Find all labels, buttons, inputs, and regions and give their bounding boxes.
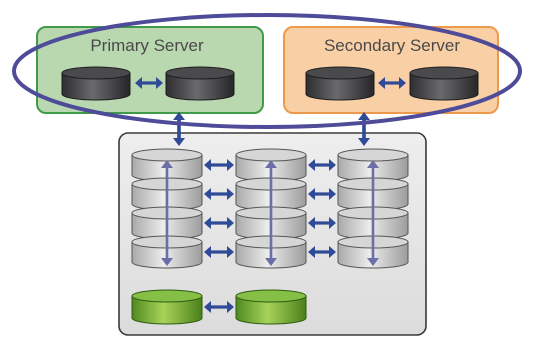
arrow-head-right — [329, 159, 336, 171]
disk-body — [61, 72, 131, 101]
server-disk — [305, 66, 375, 101]
disk-top — [131, 289, 203, 303]
disk-top — [305, 66, 375, 80]
disk-top — [165, 66, 235, 80]
arrow-head-down — [367, 258, 379, 266]
arrow-head-down — [173, 138, 185, 146]
arrow-head-up — [358, 112, 370, 120]
arrow-head-down — [265, 258, 277, 266]
server-disk — [165, 66, 235, 101]
disk-top — [131, 148, 203, 162]
disk-top — [61, 66, 131, 80]
arrow-head-left — [308, 188, 315, 200]
disk-body — [305, 72, 375, 101]
disk-body — [409, 72, 479, 101]
column-link-arrow — [204, 217, 234, 229]
arrow-head-left — [204, 188, 211, 200]
arrow-head-left — [308, 246, 315, 258]
arrow-head-up — [161, 160, 173, 168]
arrow-head-right — [227, 246, 234, 258]
disk-link-arrow — [135, 77, 163, 89]
arrow-head-down — [161, 258, 173, 266]
storage-enclosure — [118, 132, 427, 336]
disk-body — [131, 295, 203, 325]
arrow-head-right — [227, 159, 234, 171]
arrow-head-left — [308, 159, 315, 171]
arrow-head-right — [329, 217, 336, 229]
column-link-arrow — [204, 188, 234, 200]
server-disk — [61, 66, 131, 101]
disk-top — [409, 66, 479, 80]
arrow-head-right — [329, 246, 336, 258]
arrow-head-left — [204, 246, 211, 258]
arrow-head-right — [329, 188, 336, 200]
arrow-head-up — [173, 112, 185, 120]
disk-top — [235, 289, 307, 303]
arrow-head-left — [308, 217, 315, 229]
arrow-head-up — [265, 160, 277, 168]
arrow-head-right — [227, 301, 234, 313]
column-link-arrow — [308, 159, 336, 171]
column-span-arrow — [367, 160, 379, 266]
arrow-head-right — [399, 77, 406, 89]
arrow-head-right — [227, 188, 234, 200]
primary-server-disks — [61, 66, 235, 101]
disk-top — [337, 148, 409, 162]
secondary-server-disks — [305, 66, 479, 101]
cache-disk — [131, 289, 203, 325]
primary-server-label: Primary Server — [90, 36, 204, 55]
column-link-arrow — [204, 246, 234, 258]
arrow-head-right — [156, 77, 163, 89]
disk-link-arrow — [378, 77, 406, 89]
arrow-head-left — [204, 301, 211, 313]
secondary-server-label: Secondary Server — [324, 36, 460, 55]
column-link-arrow — [308, 188, 336, 200]
column-link-arrow — [204, 159, 234, 171]
column-link-arrow — [308, 246, 336, 258]
cache-disks — [131, 289, 307, 325]
cache-disk — [235, 289, 307, 325]
server-disk — [409, 66, 479, 101]
column-span-arrow — [265, 160, 277, 266]
arrow-head-left — [378, 77, 385, 89]
column-span-arrow — [161, 160, 173, 266]
arrow-head-right — [227, 217, 234, 229]
cluster-ring — [12, 13, 522, 129]
arrow-head-down — [358, 138, 370, 146]
arrow-head-up — [367, 160, 379, 168]
secondary-server: Secondary Server — [283, 26, 499, 114]
disk-body — [235, 295, 307, 325]
storage-disk-array — [131, 148, 409, 269]
disk-body — [165, 72, 235, 101]
arrow-head-left — [204, 159, 211, 171]
primary-server: Primary Server — [36, 26, 264, 114]
arrow-head-left — [135, 77, 142, 89]
disk-top — [235, 148, 307, 162]
cache-link-arrow — [204, 301, 234, 313]
arrow-head-left — [204, 217, 211, 229]
column-link-arrow — [308, 217, 336, 229]
